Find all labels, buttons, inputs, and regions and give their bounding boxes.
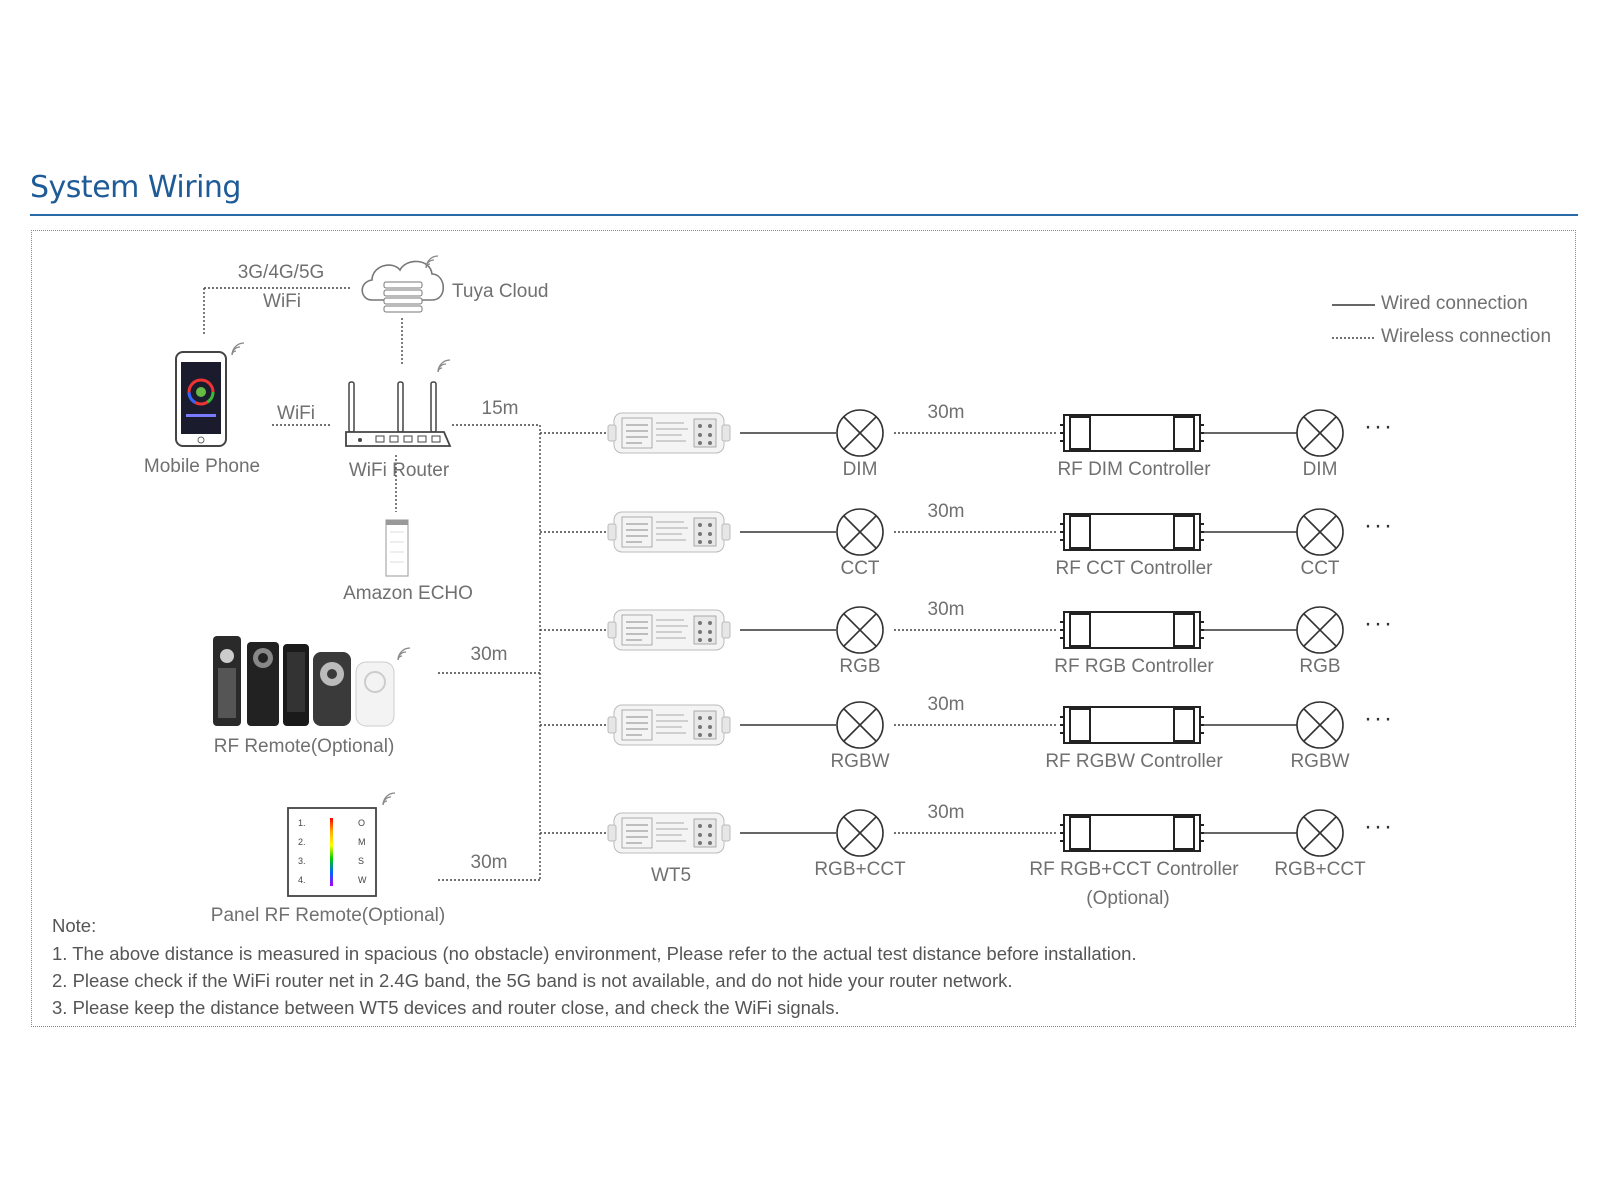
light-label: DIM [842, 459, 878, 480]
controller-label: RF RGBW Controller [1045, 751, 1223, 772]
device-rows [540, 409, 1344, 857]
device-row [540, 409, 1344, 457]
panel-button-1: 1. [298, 818, 306, 828]
router-distance-label: 15m [481, 398, 519, 419]
legend-wired-label: Wired connection [1381, 293, 1528, 314]
cloud-icon [361, 255, 445, 313]
end-light-label: RGBW [1290, 751, 1350, 772]
device-row [540, 701, 1344, 749]
network-label: 3G/4G/5G [237, 262, 325, 283]
panel-button-4: 4. [298, 875, 306, 885]
rf-remote-icon [213, 636, 411, 727]
panel-remote-icon [287, 792, 396, 897]
panel-button-w: W [358, 875, 367, 885]
controller-label: RF CCT Controller [1055, 558, 1213, 579]
wifi-link-label: WiFi [277, 403, 315, 424]
phone-label: Mobile Phone [143, 456, 261, 477]
end-light-label: RGB [1299, 656, 1341, 677]
panel-button-m: M [358, 837, 366, 847]
panel-label: Panel RF Remote(Optional) [210, 905, 446, 926]
controller-icon [1059, 414, 1205, 452]
light-label: CCT [840, 558, 880, 579]
continuation-dots: ··· [1364, 813, 1394, 840]
distance-label: 30m [927, 694, 965, 715]
lamp-icon [836, 606, 884, 654]
lamp-icon [1296, 809, 1344, 857]
distance-label: 30m [927, 501, 965, 522]
panel-buttons-right: O M S W [358, 814, 367, 890]
panel-buttons-left: 1. 2. 3. 4. [298, 814, 306, 890]
panel-button-2: 2. [298, 837, 306, 847]
router-icon [345, 359, 452, 447]
section-title: System Wiring [30, 170, 241, 205]
wt5-module-icon [607, 511, 731, 553]
cloud-label: Tuya Cloud [452, 281, 549, 302]
smartphone-icon [175, 342, 245, 447]
device-row [540, 809, 1344, 857]
device-row [540, 508, 1344, 556]
lamp-icon [1296, 508, 1344, 556]
lamp-icon [1296, 409, 1344, 457]
notes-heading: Note: [52, 915, 97, 936]
controller-icon [1059, 706, 1205, 744]
controller-label: RF DIM Controller [1057, 459, 1211, 480]
light-label: RGB [839, 656, 881, 677]
controller-sub-label: (Optional) [1086, 888, 1170, 909]
controller-icon [1059, 814, 1205, 852]
echo-speaker-icon [385, 519, 409, 577]
distance-label: 30m [927, 402, 965, 423]
panel-button-o: O [358, 818, 366, 828]
end-light-label: DIM [1302, 459, 1338, 480]
wt5-module-icon [607, 704, 731, 746]
diagram-frame [31, 230, 1576, 1027]
continuation-dots: ··· [1364, 705, 1394, 732]
note-item-2: 2. Please check if the WiFi router net i… [52, 970, 1013, 991]
continuation-dots: ··· [1364, 512, 1394, 539]
distance-label: 30m [927, 802, 965, 823]
remote-label: RF Remote(Optional) [213, 736, 395, 757]
end-light-label: CCT [1300, 558, 1340, 579]
device-label: WT5 [650, 865, 692, 886]
lamp-icon [836, 508, 884, 556]
end-light-label: RGB+CCT [1274, 859, 1366, 880]
lamp-icon [836, 409, 884, 457]
light-label: RGBW [830, 751, 890, 772]
lamp-icon [836, 809, 884, 857]
router-label: WiFi Router [348, 460, 450, 481]
wt5-module-icon [607, 412, 731, 454]
controller-label: RF RGB+CCT Controller [1029, 859, 1239, 880]
legend-wireless-label: Wireless connection [1381, 326, 1552, 347]
lamp-icon [1296, 606, 1344, 654]
panel-button-3: 3. [298, 856, 306, 866]
network-wifi-label: WiFi [263, 291, 301, 312]
lamp-icon [836, 701, 884, 749]
continuation-dots: ··· [1364, 610, 1394, 637]
controller-icon [1059, 513, 1205, 551]
echo-label: Amazon ECHO [343, 583, 473, 604]
note-item-3: 3. Please keep the distance between WT5 … [52, 997, 840, 1018]
wt5-module-icon [607, 812, 731, 854]
remote-distance-label: 30m [470, 644, 508, 665]
controller-icon [1059, 611, 1205, 649]
lamp-icon [1296, 701, 1344, 749]
panel-distance-label: 30m [470, 852, 508, 873]
panel-button-s: S [358, 856, 365, 866]
distance-label: 30m [927, 599, 965, 620]
note-item-1: 1. The above distance is measured in spa… [52, 943, 1137, 964]
continuation-dots: ··· [1364, 413, 1394, 440]
controller-label: RF RGB Controller [1054, 656, 1214, 677]
light-label: RGB+CCT [814, 859, 906, 880]
wt5-module-icon [607, 609, 731, 651]
device-row [540, 606, 1344, 654]
legend [1332, 304, 1375, 339]
title-divider [30, 214, 1578, 216]
